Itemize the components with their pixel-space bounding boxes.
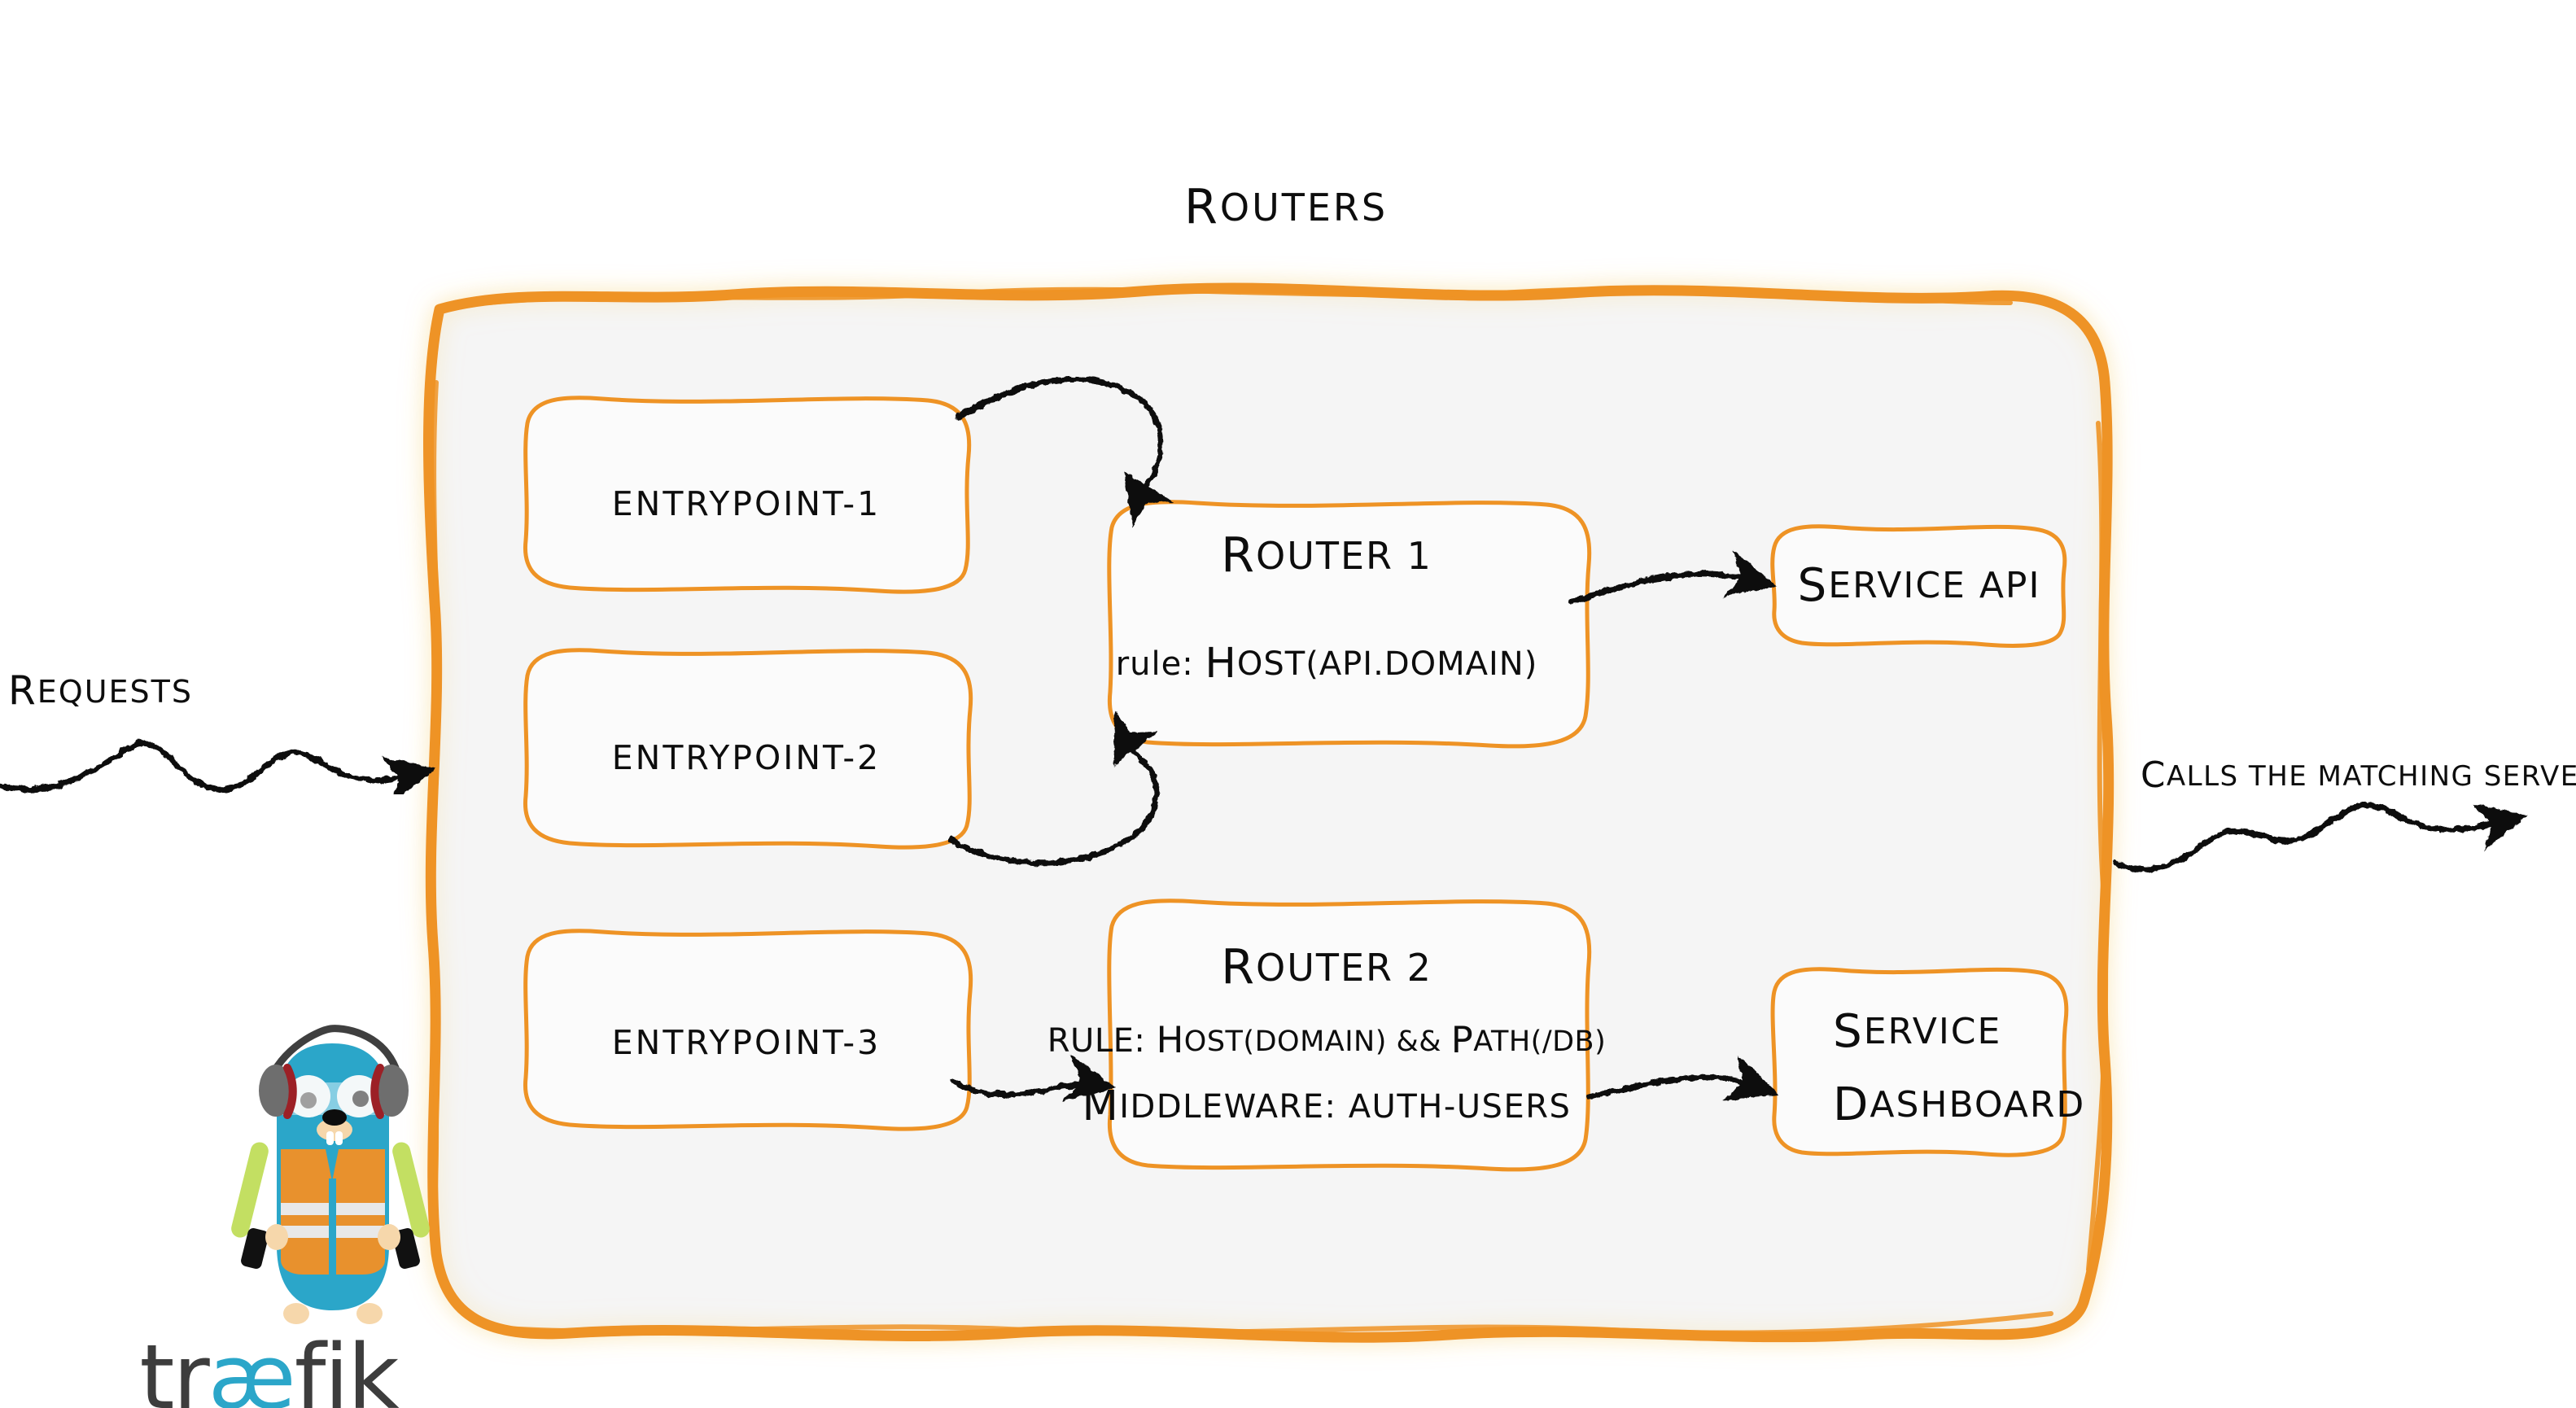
router-2-rule: RULE: HOST(DOMAIN) && PATH(/DB) [1047, 1018, 1606, 1061]
light-wand-left-icon [231, 1142, 269, 1269]
service-api-label: SERVICE API [1798, 559, 2041, 612]
traefik-logo: træfik [139, 1025, 430, 1408]
light-wand-right-icon [392, 1142, 430, 1269]
router-1-title: ROUTER 1 [1221, 527, 1432, 583]
mascot-pupil-right [352, 1091, 369, 1107]
arrow-router2-servicedashboard [1585, 1055, 1779, 1101]
mascot-foot-left [283, 1303, 309, 1324]
calls-matching-server-label: CALLS THE MATCHING SERVER [2141, 755, 2576, 796]
calls-matching-server-group: CALLS THE MATCHING SERVER [2113, 755, 2576, 872]
router-1-rule: rule: HOST(API.DOMAIN) [1116, 639, 1538, 688]
mascot-pupil-left [300, 1092, 317, 1108]
requests-group: REQUESTS [0, 668, 436, 804]
mascot-tooth-right [335, 1131, 343, 1145]
arrow-ep2-router1 [947, 710, 1160, 866]
service-dashboard-line-2: DASHBOARD [1833, 1078, 2085, 1131]
router-2-box[interactable]: ROUTER 2 RULE: HOST(DOMAIN) && PATH(/DB)… [1047, 899, 1606, 1172]
entrypoint-2-box[interactable]: ENTRYPOINT-2 [523, 648, 973, 850]
connectors [947, 376, 1779, 1102]
arrow-ep3-router2 [951, 1055, 1117, 1102]
headphone-band-icon [265, 1025, 400, 1087]
calls-matching-server-arrow [2113, 802, 2528, 872]
mascot-nose [322, 1109, 347, 1126]
mascot-hand-left [265, 1224, 288, 1250]
mascot-snout [317, 1118, 352, 1141]
headphone-earcup-left-icon [259, 1064, 297, 1119]
arrow-router1-serviceapi [1568, 550, 1778, 606]
title-lead: R [1184, 178, 1220, 234]
service-dashboard-line-1: SERVICE [1833, 1005, 2001, 1058]
arrow-ep1-router1 [956, 376, 1173, 528]
requests-arrow [0, 740, 436, 804]
service-api-box[interactable]: SERVICE API [1770, 524, 2067, 648]
entrypoint-1-box[interactable]: ENTRYPOINT-1 [523, 396, 972, 594]
entrypoint-2-label: ENTRYPOINT-2 [612, 738, 881, 777]
diagram-title: ROUTERS [1184, 178, 1388, 234]
entrypoint-3-box[interactable]: ENTRYPOINT-3 [523, 929, 973, 1131]
service-dashboard-box[interactable]: SERVICE DASHBOARD [1770, 967, 2085, 1157]
requests-label: REQUESTS [8, 668, 193, 714]
traefik-wordmark: træfik [139, 1325, 400, 1408]
router-2-middleware: MIDDLEWARE: AUTH-USERS [1082, 1082, 1572, 1130]
entrypoint-3-label: ENTRYPOINT-3 [612, 1023, 881, 1062]
mascot-foot-right [356, 1303, 383, 1324]
headphone-earcup-right-icon [370, 1064, 409, 1119]
title-rest: OUTERS [1220, 186, 1388, 230]
mascot-hand-right [378, 1224, 400, 1250]
svg-text:ROUTERS: ROUTERS [1184, 178, 1388, 234]
router-2-title: ROUTER 2 [1221, 938, 1432, 995]
mascot-tooth-left [326, 1131, 334, 1145]
router-1-box[interactable]: ROUTER 1 rule: HOST(API.DOMAIN) [1107, 500, 1592, 749]
entrypoint-1-label: ENTRYPOINT-1 [612, 484, 881, 523]
